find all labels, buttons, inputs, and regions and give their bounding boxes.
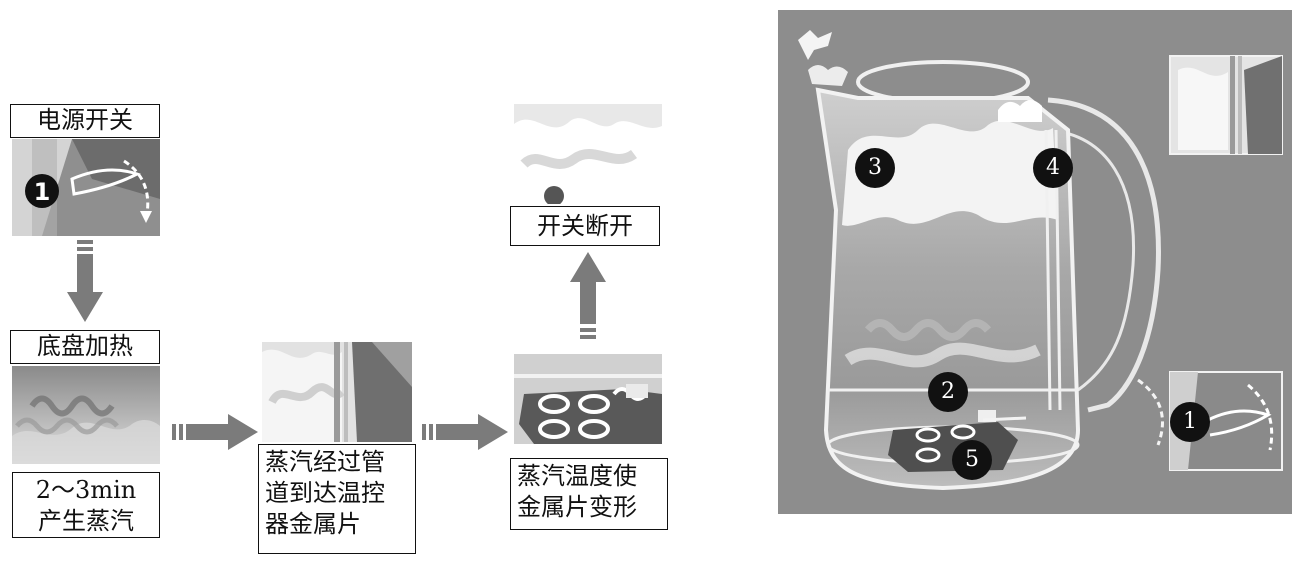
steam-pipe-line3: 器金属片 bbox=[265, 510, 361, 538]
marker-4: 4 bbox=[1033, 148, 1073, 188]
metal-plate-illustration bbox=[514, 354, 662, 444]
kettle-panel bbox=[778, 10, 1292, 514]
arrow-down bbox=[67, 240, 103, 322]
steam-time-line1: 2～3min bbox=[35, 476, 137, 504]
metal-deform-line1: 蒸汽温度使 bbox=[517, 462, 637, 490]
steam-time-line2: 产生蒸汽 bbox=[38, 507, 134, 535]
label-steam-pipe: 蒸汽经过管 道到达温控 器金属片 bbox=[258, 444, 416, 554]
panel-base-heating bbox=[12, 366, 160, 464]
label-switch-off: 开关断开 bbox=[510, 206, 660, 246]
marker-2: 2 bbox=[928, 372, 968, 412]
label-metal-deform: 蒸汽温度使 金属片变形 bbox=[510, 458, 668, 530]
heating-illustration bbox=[12, 366, 160, 464]
marker-1: 1 bbox=[1170, 402, 1210, 442]
steam-pipe-illustration bbox=[262, 342, 412, 442]
steam-pipe-line2: 道到达温控 bbox=[265, 479, 385, 507]
kettle-illustration bbox=[778, 10, 1292, 514]
steam-pipe-line1: 蒸汽经过管 bbox=[265, 448, 385, 476]
arrow-up bbox=[570, 252, 606, 339]
label-base-heating: 底盘加热 bbox=[10, 330, 160, 364]
switch-illustration: 1 bbox=[12, 139, 160, 236]
metal-deform-line2: 金属片变形 bbox=[517, 493, 637, 521]
marker-3: 3 bbox=[855, 148, 895, 188]
label-power-switch: 电源开关 bbox=[10, 104, 160, 138]
panel-switch-off bbox=[514, 104, 662, 204]
arrow-right bbox=[172, 414, 258, 450]
switch-number-badge bbox=[25, 174, 59, 208]
marker-5: 5 bbox=[952, 440, 992, 480]
panel-steam-pipe bbox=[262, 342, 412, 442]
panel-metal-plate bbox=[514, 354, 662, 444]
arrow-right bbox=[422, 414, 508, 450]
svg-text:1: 1 bbox=[34, 178, 51, 206]
switch-off-illustration bbox=[514, 104, 662, 204]
panel-power-switch: 1 bbox=[12, 139, 160, 236]
label-steam-time: 2～3min 产生蒸汽 bbox=[12, 472, 160, 538]
